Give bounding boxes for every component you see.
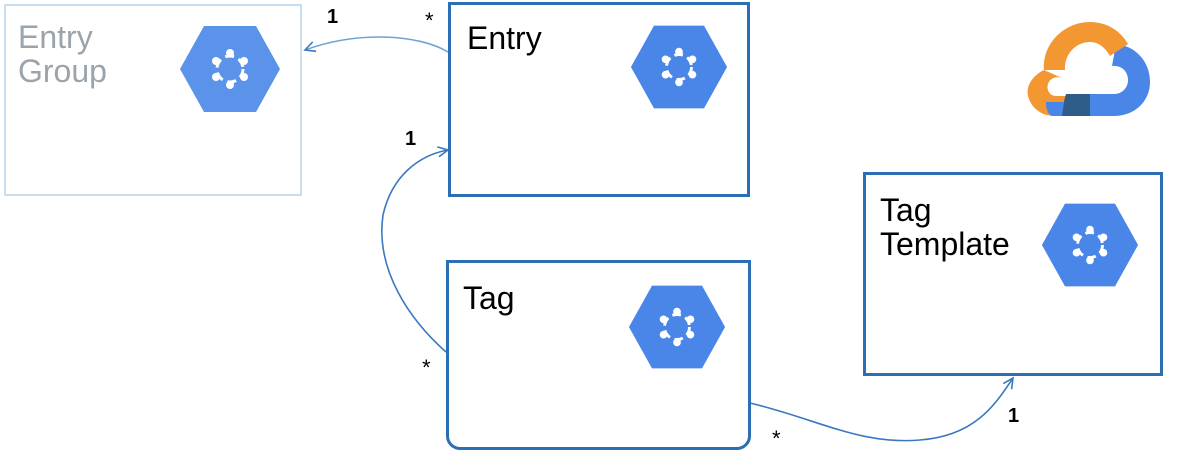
multiplicity-entry-one: 1 bbox=[405, 128, 417, 150]
tag-template-label: Tag Template bbox=[880, 192, 1010, 262]
multiplicity-tag-template-one: 1 bbox=[1008, 405, 1020, 427]
multiplicity-entry-many: * bbox=[425, 8, 434, 33]
multiplicity-tag-many-to-template: * bbox=[772, 426, 781, 451]
google-cloud-logo-icon bbox=[1027, 22, 1150, 116]
edge-tag-to-tag-template bbox=[749, 376, 1014, 442]
data-catalog-hexagon-icon bbox=[180, 26, 280, 112]
data-catalog-hexagon-icon bbox=[1041, 203, 1139, 287]
data-catalog-hexagon-icon bbox=[628, 285, 726, 369]
tag-node[interactable]: Tag bbox=[446, 260, 751, 450]
tag-template-node[interactable]: Tag Template bbox=[863, 172, 1163, 376]
multiplicity-entry-group-one: 1 bbox=[327, 6, 339, 28]
entry-node[interactable]: Entry bbox=[448, 2, 750, 197]
edge-tag-to-entry bbox=[381, 146, 450, 353]
data-catalog-hexagon-icon bbox=[630, 25, 728, 109]
entry-group-node[interactable]: Entry Group bbox=[4, 4, 302, 196]
entry-label: Entry bbox=[467, 20, 542, 56]
multiplicity-tag-many-to-entry: * bbox=[422, 355, 431, 380]
tag-label: Tag bbox=[463, 280, 515, 316]
edge-entry-to-entry-group bbox=[303, 36, 449, 53]
entry-group-label: Entry Group bbox=[18, 19, 107, 89]
